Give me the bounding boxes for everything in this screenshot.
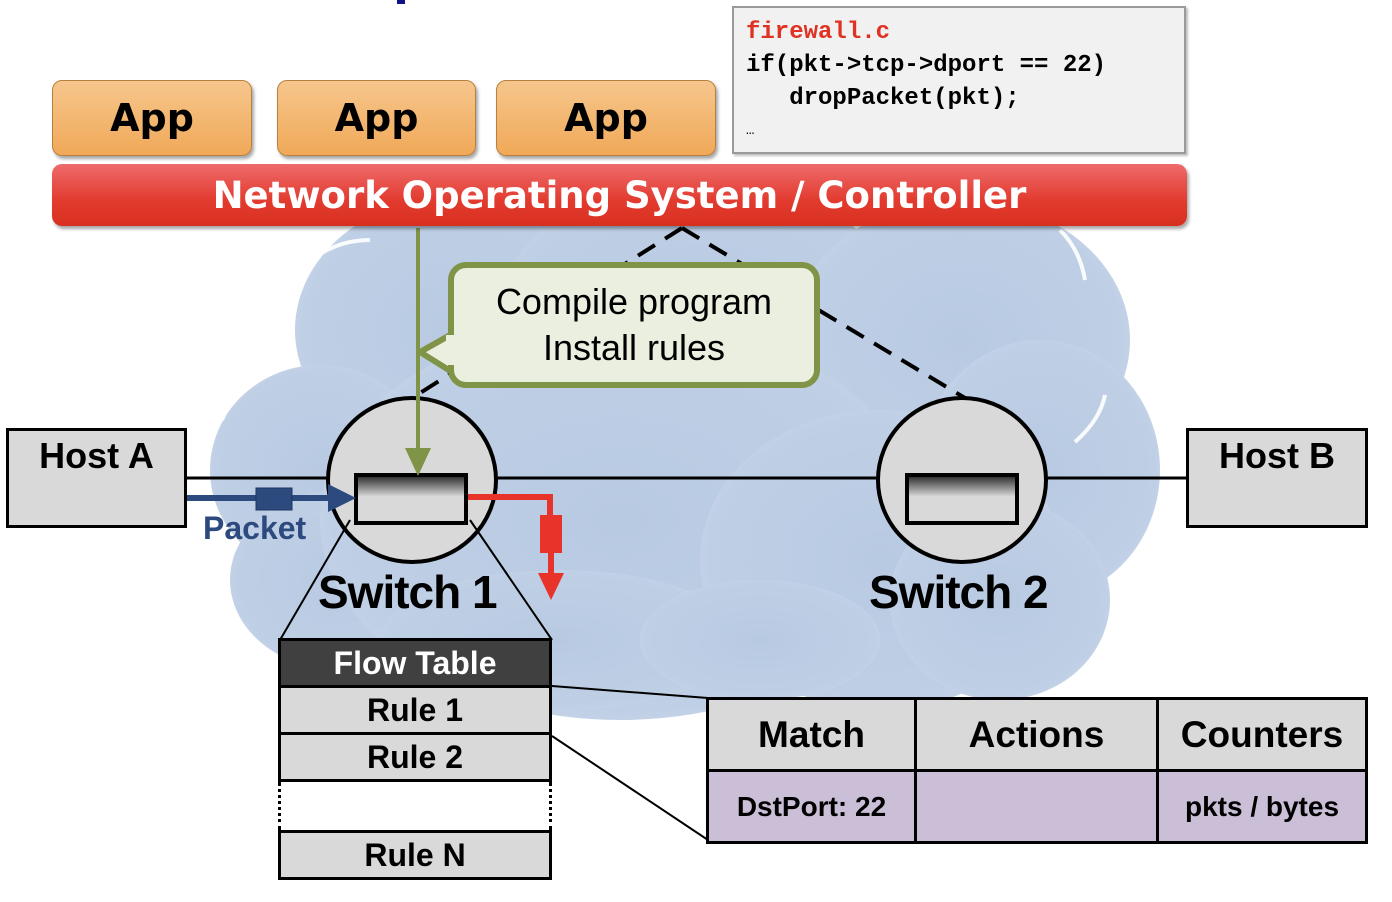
switch-2-node[interactable] — [876, 396, 1048, 564]
switch-2-flow-table-icon — [905, 473, 1019, 525]
flow-table-rule-n[interactable]: Rule N — [278, 830, 552, 880]
rule-label: Rule 2 — [366, 738, 464, 775]
host-b[interactable]: Host B — [1186, 428, 1368, 528]
code-line-1: if(pkt->tcp->dport == 22) — [746, 52, 1107, 79]
host-a-label: Host A — [39, 435, 154, 476]
app-label: App — [110, 96, 194, 140]
app-label: App — [564, 96, 648, 140]
code-ellipsis: … — [746, 123, 755, 139]
packet-label: Packet — [203, 510, 307, 546]
header-actions: Actions — [917, 700, 1159, 772]
switch-1-node[interactable] — [326, 396, 498, 564]
app-box-2[interactable]: App — [277, 80, 476, 156]
app-box-1[interactable]: App — [52, 80, 252, 156]
packet-arrow — [153, 484, 356, 512]
switch-2-label: Switch 2 — [869, 566, 1049, 618]
flow-table-rule-1[interactable]: Rule 1 — [278, 685, 552, 735]
drop-packet-arrow — [468, 494, 564, 600]
network-os-controller-bar[interactable]: Network Operating System / Controller — [52, 164, 1187, 226]
code-filename: firewall.c — [746, 19, 891, 46]
cell-counters-value: pkts / bytes — [1159, 772, 1365, 841]
install-rules-arrow — [405, 228, 431, 476]
flow-table-rule-2[interactable]: Rule 2 — [278, 732, 552, 782]
flow-table-header: Flow Table — [278, 638, 552, 688]
flow-table-zoom-lines — [279, 519, 709, 841]
switch-1-flow-table-icon — [354, 473, 468, 525]
packet-icon — [255, 487, 293, 511]
rule-label: Rule 1 — [366, 691, 464, 728]
callout-line-1: Compile program — [495, 281, 773, 322]
compile-install-callout: Compile program Install rules — [448, 262, 820, 388]
header-match: Match — [709, 700, 917, 772]
header-counters: Counters — [1159, 700, 1365, 772]
controller-label: Network Operating System / Controller — [212, 173, 1027, 217]
flow-table-ellipsis-gap — [278, 782, 552, 830]
flow-table-title: Flow Table — [333, 644, 497, 681]
cell-actions-value — [917, 772, 1159, 841]
callout-line-2: Install rules — [542, 327, 726, 368]
dropped-packet-icon — [540, 515, 562, 553]
switch-1-label: Switch 1 — [318, 566, 498, 618]
rule-detail-table: Match Actions Counters DstPort: 22 pkts … — [706, 697, 1368, 844]
callout-pointer-joint — [446, 335, 456, 365]
cell-match-value: DstPort: 22 — [709, 772, 917, 841]
cropped-title-fragment — [397, 0, 405, 4]
code-line-2: dropPacket(pkt); — [746, 85, 1020, 112]
app-box-3[interactable]: App — [496, 80, 716, 156]
firewall-code-snippet: firewall.c if(pkt->tcp->dport == 22) dro… — [732, 6, 1186, 154]
app-label: App — [334, 96, 419, 140]
host-b-label: Host B — [1219, 435, 1335, 476]
host-a[interactable]: Host A — [6, 428, 187, 528]
rule-label: Rule N — [364, 836, 466, 873]
